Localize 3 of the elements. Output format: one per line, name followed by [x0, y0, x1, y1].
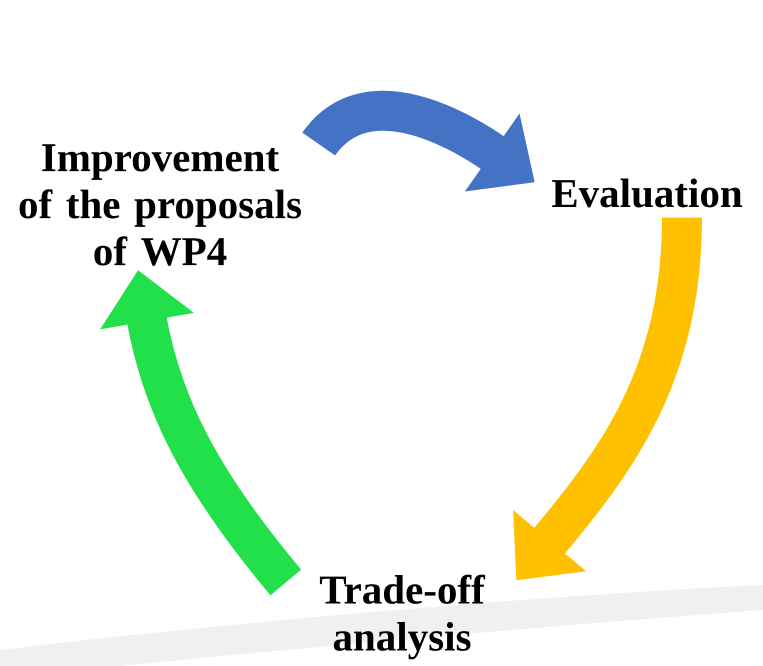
step-label: Trade-off analysis [320, 574, 486, 660]
step-label: Improvement of the proposals of WP4 [20, 144, 301, 266]
step-label: Evaluation [552, 178, 742, 208]
